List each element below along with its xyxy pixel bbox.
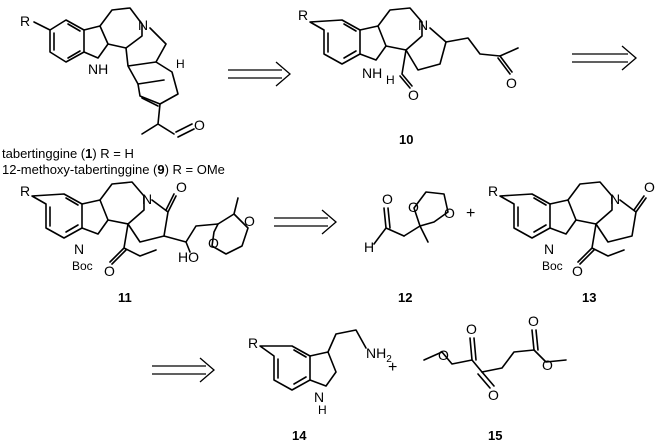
hydroxyl-label: HO xyxy=(178,249,199,265)
amine-nh2-label: NH2 xyxy=(366,345,392,365)
dioxane-o2-label: O xyxy=(444,205,455,221)
r-group-label: R xyxy=(20,183,30,199)
lactam-n-label: N xyxy=(142,191,152,207)
caption-methoxy-tabertinggine: 12-methoxy-tabertinggine (9) R = OMe xyxy=(2,162,225,177)
boc-label: Boc xyxy=(72,259,93,273)
structure-13: R N Boc N O O xyxy=(488,179,655,279)
r-group-label: R xyxy=(488,183,498,199)
ketone-o-label: O xyxy=(194,117,205,133)
amine-n-label: N xyxy=(138,17,148,33)
plus-sign: + xyxy=(466,205,475,222)
aldehyde-o-label: O xyxy=(408,87,419,103)
ester-o-label: O xyxy=(572,263,583,279)
dioxane-o1-label: O xyxy=(244,213,255,229)
structure-14: R N H NH2 xyxy=(248,329,392,417)
carbonyl-o2-label: O xyxy=(528,313,539,329)
indole-nh-label: NH xyxy=(362,65,382,81)
structure-11: R N Boc N O O HO O O xyxy=(20,179,255,279)
structure-12: H O O O xyxy=(364,191,455,255)
retro-arrow-1 xyxy=(228,61,291,87)
indole-n-label: N xyxy=(544,241,554,257)
ketone-o-label: O xyxy=(488,387,499,403)
h-label: H xyxy=(176,57,185,71)
r-group-label: R xyxy=(298,7,308,23)
lactam-o-label: O xyxy=(176,179,187,195)
dioxane-o1-label: O xyxy=(408,199,419,215)
r-group-label: R xyxy=(248,335,258,351)
ester-o1-label: O xyxy=(438,347,449,363)
compound-label-10: 10 xyxy=(399,132,413,147)
indole-n-label: N xyxy=(74,241,84,257)
retro-arrow-4 xyxy=(152,357,215,383)
indole-nh-label: NH xyxy=(88,61,108,77)
compound-label-12: 12 xyxy=(398,290,412,305)
retro-arrow-2 xyxy=(572,45,637,71)
ketone-o-label: O xyxy=(506,75,517,91)
compound-label-14: 14 xyxy=(292,428,307,443)
r-group-label: R xyxy=(20,13,30,29)
dioxane-o2-label: O xyxy=(208,235,219,251)
h-label: H xyxy=(386,73,395,87)
aldehyde-h-label: H xyxy=(364,239,374,255)
compound-label-15: 15 xyxy=(488,428,502,443)
lactam-o-label: O xyxy=(644,179,655,195)
structure-tabertinggine: R NH N H O xyxy=(20,7,205,138)
boc-label: Boc xyxy=(542,259,563,273)
ester-o-label: O xyxy=(104,263,115,279)
carbonyl-o1-label: O xyxy=(466,321,477,337)
retro-arrow-3 xyxy=(274,209,337,235)
lactam-n-label: N xyxy=(610,191,620,207)
structure-10: R NH N O H O xyxy=(298,7,519,103)
indole-nh-label: N xyxy=(314,389,324,405)
plus-sign: + xyxy=(388,359,397,376)
compound-label-13: 13 xyxy=(582,290,596,305)
amine-n-label: N xyxy=(418,17,428,33)
structure-15: O O O O O xyxy=(423,313,567,403)
compound-label-11: 11 xyxy=(118,290,132,305)
indole-h-label: H xyxy=(318,403,327,417)
aldehyde-o-label: O xyxy=(382,191,393,207)
ester-o2-label: O xyxy=(542,357,553,373)
caption-tabertinggine: tabertinggine (1) R = H xyxy=(2,146,134,161)
